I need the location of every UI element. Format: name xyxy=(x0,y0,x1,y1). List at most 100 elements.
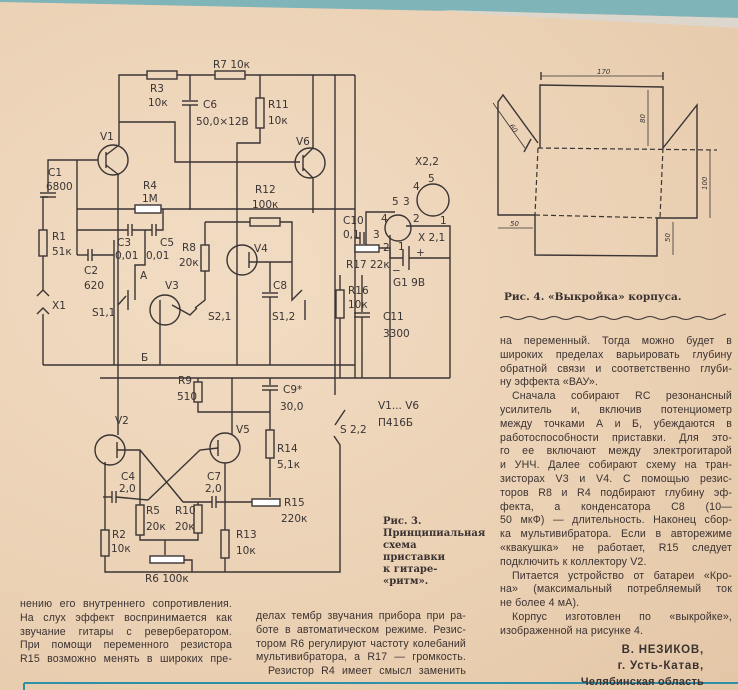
label-c9-value: 30,0 xyxy=(280,401,303,413)
caption-line: схема xyxy=(383,540,417,551)
dim-height-100: 100 xyxy=(701,176,709,190)
text-line: и УНЧ. Далее собирают схему на тран- xyxy=(500,459,732,472)
label-r8-value: 20к xyxy=(179,257,199,269)
pin-label: 1 xyxy=(440,215,447,227)
text-line: «квакушка» не работает, R15 следует xyxy=(500,541,732,554)
pin-label: 3 xyxy=(373,229,380,241)
label-v6: V6 xyxy=(296,136,310,148)
text-line: При помощи переменного резистора xyxy=(20,639,232,652)
pin-label: 5 xyxy=(428,173,435,185)
label-r4: R4 xyxy=(143,180,157,192)
label-v5: V5 xyxy=(236,424,250,436)
label-x2-1: X 2,1 xyxy=(418,232,445,244)
caption-line: к гитаре- xyxy=(383,564,438,575)
label-c11: C11 xyxy=(383,311,404,323)
label-c10-value: 0,1 xyxy=(343,229,360,241)
text-line: обратной связи и соответственно глуби- xyxy=(500,362,732,375)
caption-line: «ритм». xyxy=(383,576,429,587)
cover-edge xyxy=(440,10,738,28)
label-c8: C8 xyxy=(273,280,287,292)
label-r15-value: 220к xyxy=(281,513,307,525)
text-line: го ее включают между электрогитарой xyxy=(500,445,732,458)
text-line: работоспособности приставки. Для это- xyxy=(500,431,732,444)
dim-side-50: 50 xyxy=(664,233,672,242)
text-line: Питается устройство от батареи «Кро- xyxy=(512,569,732,582)
text-line: ка мультивибратора. Если в авторежиме xyxy=(500,528,732,541)
label-c11-value: 3300 xyxy=(383,328,410,340)
label-point-b: Б xyxy=(141,352,148,364)
label-v1: V1 xyxy=(100,131,114,143)
label-c3-value: 0,01 xyxy=(115,250,138,262)
text-line: тором R6 регулируют частоту колебаний xyxy=(256,637,466,650)
pin-label: 3 xyxy=(403,196,410,208)
text-line: Корпус изготовлен по «выкройке», xyxy=(512,610,732,623)
text-line: подключить к коллектору V2. xyxy=(500,555,647,568)
label-v2: V2 xyxy=(115,415,129,427)
label-r16-value: 10к xyxy=(348,299,368,311)
label-r9-value: 510 xyxy=(177,391,197,403)
text-line: боте в автоматическом режиме. Резис- xyxy=(256,623,466,636)
schematic-labels: R7 10к R3 10к C6 50,0×12В R11 10к V1 V6 … xyxy=(46,59,447,585)
text-line: R15 возможно менять в широких пре- xyxy=(20,653,232,666)
label-c4: C4 xyxy=(121,471,135,483)
wavy-divider xyxy=(499,313,727,320)
caption-line: Рис. 3. xyxy=(383,516,422,527)
text-line: изображенной на рисунке 4. xyxy=(500,624,644,637)
dim-width-170: 170 xyxy=(597,68,611,76)
dim-bottom-50: 50 xyxy=(510,220,519,228)
battery-minus: − xyxy=(392,265,401,277)
label-r1: R1 xyxy=(52,231,66,243)
label-r7: R7 10к xyxy=(213,59,250,71)
label-r17: R17 22к xyxy=(346,259,390,271)
text-line: 50 мкФ) — длительность. Наконец сбор- xyxy=(500,514,732,527)
label-r13: R13 xyxy=(236,529,257,541)
label-r14: R14 xyxy=(277,443,298,455)
author-name: В. НЕЗИКОВ, xyxy=(621,644,704,656)
text-line: усилитель и, включив потенциометр xyxy=(500,403,732,416)
text-line: делах тембр звучания прибора при ра- xyxy=(256,610,466,622)
author-region: Челябинская область xyxy=(580,676,704,688)
label-c7-value: 2,0 xyxy=(205,483,222,495)
text-line: между точками А и Б, убеждаются в xyxy=(500,417,732,430)
label-r10-value: 20к xyxy=(175,521,195,533)
text-line: на» (максимальный потребляемый ток xyxy=(500,583,732,596)
label-transistor-range: V1... V6 xyxy=(378,400,419,412)
label-s2-1: S2,1 xyxy=(208,311,231,323)
label-r2: R2 xyxy=(112,529,126,541)
label-c10: C10 xyxy=(343,215,364,227)
label-r10: R10 xyxy=(175,505,196,517)
author-signature: В. НЕЗИКОВ, г. Усть-Катав, Челябинская о… xyxy=(581,642,704,690)
label-c5: C5 xyxy=(160,237,174,249)
dim-flap-60: 60 xyxy=(507,123,519,135)
label-r11: R11 xyxy=(268,99,289,111)
pin-label: 4 xyxy=(381,213,388,225)
label-r15: R15 xyxy=(284,497,305,509)
label-point-a: А xyxy=(140,270,148,282)
label-r1-value: 51к xyxy=(52,246,72,258)
figure-4-caption: Рис. 4. «Выкройка» корпуса. xyxy=(504,291,682,303)
label-c4-value: 2,0 xyxy=(119,483,136,495)
label-c6: C6 xyxy=(203,99,217,111)
text-line: зисторах V3 и V4. С помощью резис- xyxy=(500,472,732,485)
battery-plus: + xyxy=(416,247,425,259)
label-c1: C1 xyxy=(48,167,62,179)
pin-label: 2 xyxy=(383,242,390,254)
text-line: широких пределах варьировать глубину xyxy=(500,348,732,361)
label-r14-value: 5,1к xyxy=(277,459,300,471)
label-c6-value: 50,0×12В xyxy=(196,116,249,128)
caption-line: приставки xyxy=(383,552,446,563)
label-c7: C7 xyxy=(207,471,221,483)
text-line: торов R8 и R4 подбирают глубину эф- xyxy=(500,486,732,499)
label-r12-value: 100к xyxy=(252,199,278,211)
text-line: не более 4 мА). xyxy=(500,597,580,610)
label-c9: C9* xyxy=(283,384,302,396)
label-s2-2: S 2,2 xyxy=(340,424,367,436)
text-line: нению его внутреннего сопротивления. xyxy=(20,598,232,610)
label-r6: R6 100к xyxy=(145,573,189,585)
label-v4: V4 xyxy=(254,243,268,255)
label-x1: X1 xyxy=(52,300,66,312)
label-x2-2: X2,2 xyxy=(415,156,439,168)
author-city: г. Усть-Катав, xyxy=(617,660,704,672)
